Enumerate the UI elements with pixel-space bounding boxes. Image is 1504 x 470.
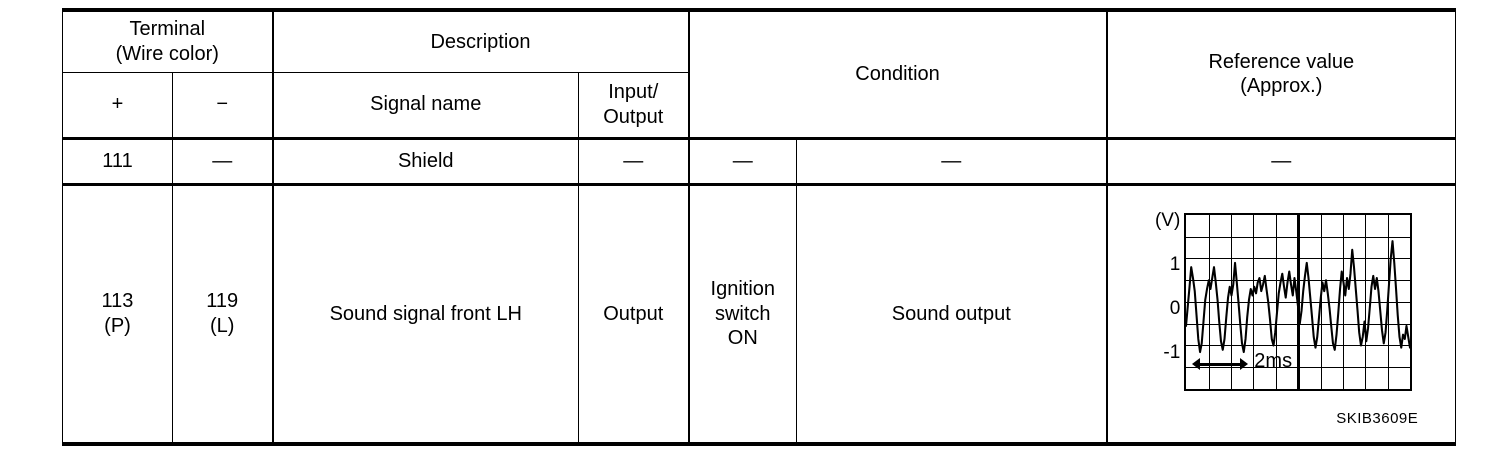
cell-condition-a: Ignition switch ON: [688, 182, 798, 445]
cell-reference-value: —: [1106, 136, 1457, 185]
header-input-output: Input/ Output: [577, 71, 690, 140]
header-reference-value-line2: (Approx.): [1240, 75, 1323, 98]
cell-terminal-plus: 113 (P): [62, 182, 173, 445]
header-row-sub: + − Signal name Input/ Output: [62, 71, 1456, 140]
header-terminal-plus: +: [62, 71, 173, 140]
cell-condition-b: Sound output: [796, 182, 1108, 445]
cell-condition-a: —: [688, 136, 798, 185]
cell-terminal-minus-number: 119: [206, 290, 239, 313]
header-condition: Condition: [688, 9, 1108, 139]
arrow-right-icon: [1240, 357, 1249, 370]
cell-terminal-minus: —: [172, 136, 274, 185]
header-reference-value-line1: Reference value: [1208, 50, 1355, 73]
header-row-top: Terminal (Wire color) Description Condit…: [62, 9, 1457, 139]
header-reference-value: Reference value (Approx.): [1106, 9, 1457, 139]
header-terminal-line1: Terminal: [129, 18, 206, 41]
header-description: Description: [271, 9, 690, 73]
header-signal-name: Signal name: [272, 71, 579, 140]
waveform-trace: [1186, 239, 1411, 353]
cell-terminal-plus-color: (P): [104, 314, 131, 337]
header-input-output-line2: Output: [603, 105, 664, 128]
header-terminal-minus: −: [172, 71, 274, 140]
cell-condition-a-line3: ON: [727, 326, 758, 349]
terminal-spec-table: Terminal (Wire color) Description Condit…: [62, 8, 1457, 446]
cell-input-output: —: [577, 136, 690, 185]
waveform-y-unit-label: (V): [1154, 209, 1181, 231]
cell-condition-b: —: [796, 136, 1108, 185]
waveform-y-tick-zero: 0: [1169, 297, 1181, 319]
cell-condition-a-line2: switch: [714, 302, 771, 325]
waveform-time-marker: 2ms: [1190, 349, 1310, 379]
cell-terminal-minus-color: (L): [210, 314, 235, 337]
waveform-y-tick-minus1: -1: [1163, 341, 1181, 363]
waveform-plot-area: [1184, 212, 1413, 391]
cell-input-output: Output: [577, 182, 690, 445]
oscilloscope-figure: (V) 1 0 -1: [1138, 203, 1424, 428]
figure-image-code: SKIB3609E: [1336, 410, 1419, 428]
cell-terminal-minus: 119 (L): [172, 182, 274, 445]
table-row: 113 (P) 119 (L) Sound signal front LH Ou…: [62, 182, 1457, 445]
cell-condition-a-line1: Ignition: [710, 278, 776, 301]
waveform-y-tick-plus1: 1: [1169, 253, 1181, 275]
cell-terminal-plus: 111: [62, 136, 173, 185]
time-span-bar: [1198, 362, 1243, 366]
arrow-left-icon: [1192, 357, 1201, 370]
header-input-output-line1: Input/: [608, 81, 659, 104]
cell-terminal-plus-number: 113: [101, 290, 134, 313]
cell-signal-name: Sound signal front LH: [272, 182, 579, 445]
cell-reference-waveform: (V) 1 0 -1: [1106, 182, 1457, 445]
header-terminal: Terminal (Wire color): [62, 9, 274, 73]
header-terminal-line2: (Wire color): [115, 42, 219, 65]
time-per-division-label: 2ms: [1254, 349, 1293, 372]
table-row: 111 — Shield — — — —: [62, 136, 1457, 185]
cell-signal-name: Shield: [272, 136, 579, 185]
